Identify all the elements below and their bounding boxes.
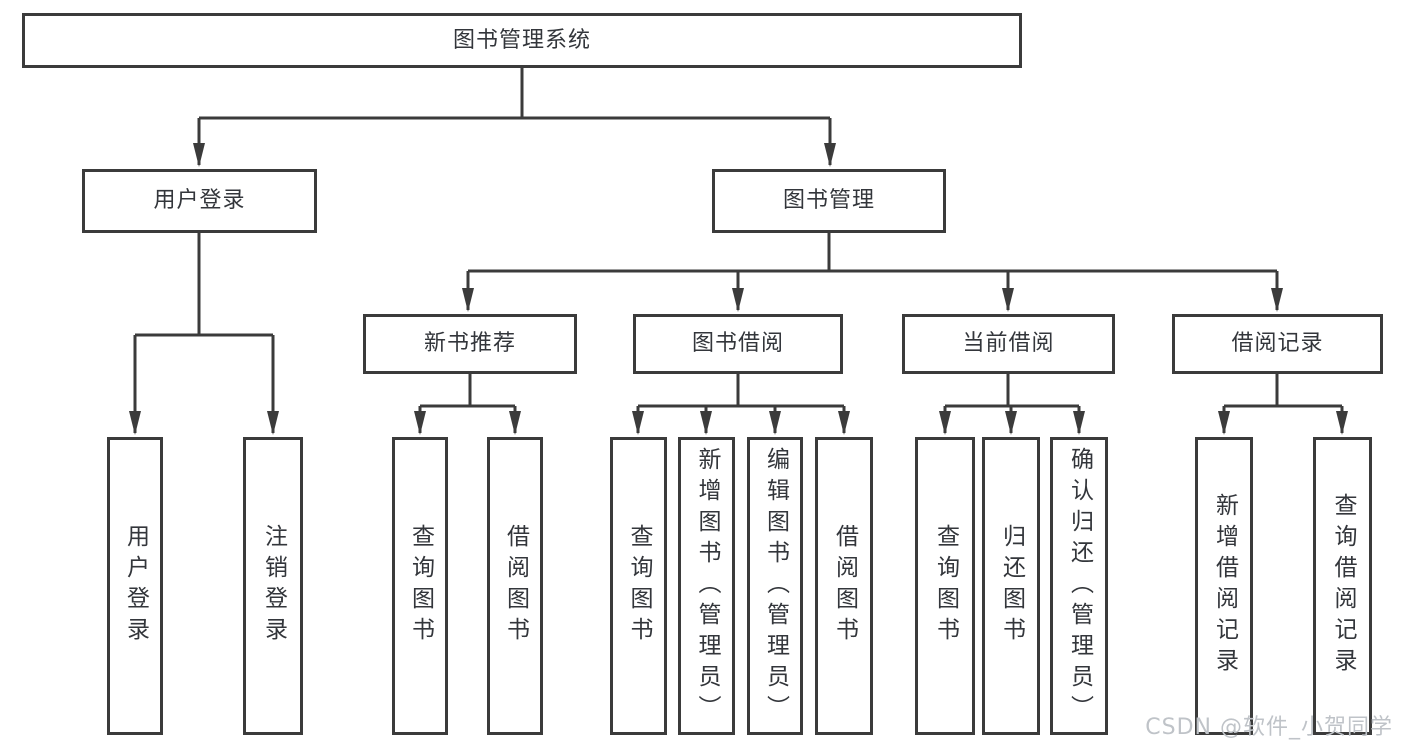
leaf-query-books-recommend: 查询图书 xyxy=(392,437,448,735)
node-book-borrowing: 图书借阅 xyxy=(633,314,843,374)
leaf-add-borrow-record: 新增借阅记录 xyxy=(1195,437,1253,735)
node-label: 借阅记录 xyxy=(1231,331,1324,356)
node-label: 借阅图书 xyxy=(502,524,529,648)
node-label: 新增借阅记录 xyxy=(1211,493,1238,679)
leaf-query-books-current: 查询图书 xyxy=(915,437,975,735)
node-label: 查询图书 xyxy=(407,524,434,648)
node-label: 借阅图书 xyxy=(831,524,858,648)
node-label: 新增图书（管理员） xyxy=(694,446,720,726)
node-current-borrowing: 当前借阅 xyxy=(902,314,1115,374)
node-label: 图书管理 xyxy=(782,188,875,213)
csdn-watermark: CSDN @软件_小贺同学 xyxy=(1145,715,1393,740)
node-label: 图书借阅 xyxy=(691,331,784,356)
leaf-logout: 注销登录 xyxy=(243,437,303,735)
node-label: 编辑图书（管理员） xyxy=(762,446,789,726)
node-label: 注销登录 xyxy=(260,524,287,648)
node-label: 查询图书 xyxy=(626,524,652,648)
node-label: 图书管理系统 xyxy=(452,27,591,53)
node-label: 确认归还（管理员） xyxy=(1066,446,1093,726)
node-label: 查询借阅记录 xyxy=(1330,493,1356,679)
leaf-query-books-borrow: 查询图书 xyxy=(610,437,667,735)
leaf-return-books: 归还图书 xyxy=(982,437,1040,735)
leaf-query-borrow-record: 查询借阅记录 xyxy=(1313,437,1372,735)
node-label: 当前借阅 xyxy=(962,331,1055,356)
leaf-borrow-books: 借阅图书 xyxy=(815,437,873,735)
leaf-borrow-books-recommend: 借阅图书 xyxy=(487,437,543,735)
node-book-management: 图书管理 xyxy=(712,169,946,233)
node-label: 新书推荐 xyxy=(423,331,516,356)
node-label: 归还图书 xyxy=(998,524,1025,648)
leaf-confirm-return-admin: 确认归还（管理员） xyxy=(1050,437,1108,735)
node-borrowing-records: 借阅记录 xyxy=(1172,314,1383,374)
leaf-edit-books-admin: 编辑图书（管理员） xyxy=(747,437,803,735)
leaf-add-books-admin: 新增图书（管理员） xyxy=(678,437,735,735)
node-library-management-system: 图书管理系统 xyxy=(22,13,1022,68)
node-label: 用户登录 xyxy=(153,188,246,213)
leaf-user-login: 用户登录 xyxy=(107,437,163,735)
node-label: 用户登录 xyxy=(122,524,149,648)
node-user-login: 用户登录 xyxy=(82,169,317,233)
node-new-book-recommendation: 新书推荐 xyxy=(363,314,577,374)
node-label: 查询图书 xyxy=(932,524,959,648)
